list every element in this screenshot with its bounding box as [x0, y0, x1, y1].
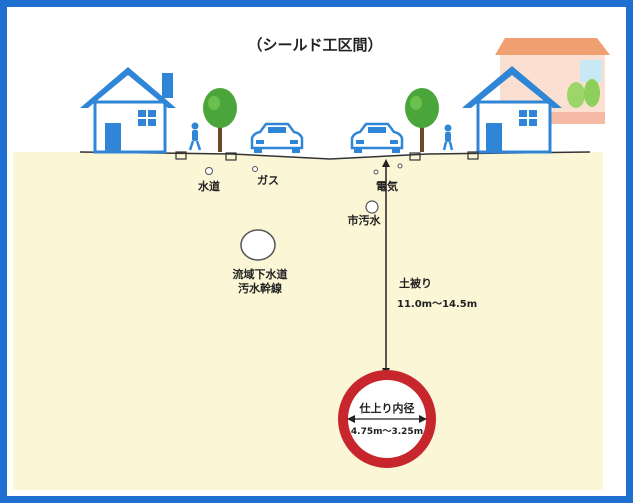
soil-area — [13, 152, 603, 490]
cover-depth-range: 11.0m～14.5m — [397, 299, 477, 310]
left-curb-gutter — [175, 151, 237, 161]
left-pedestrian-icon — [188, 122, 202, 151]
trunk-sewer-label-line1: 流域下水道 — [233, 267, 288, 281]
water-pipe — [205, 167, 213, 175]
right-pedestrian-icon — [442, 124, 454, 151]
electric-conduit-b — [397, 163, 403, 169]
electric-conduit-a — [373, 169, 379, 175]
right-car-icon — [350, 122, 404, 153]
tunnel-diameter-arrow — [347, 415, 427, 423]
right-tree-icon — [405, 88, 439, 152]
tunnel-diameter-range: 4.75m～3.25m — [351, 427, 423, 437]
diagram-title: （シールド工区間） — [247, 36, 382, 54]
cover-depth-label: 土被り — [399, 276, 432, 290]
right-curb-gutter — [409, 151, 479, 161]
trunk-sewer-pipe — [240, 229, 276, 261]
electric-label: 電気 — [376, 179, 398, 193]
water-label: 水道 — [198, 179, 220, 193]
trunk-sewer-label-line2: 汚水幹線 — [238, 281, 282, 295]
right-house-icon — [462, 66, 562, 154]
city-sewer-pipe — [365, 200, 379, 214]
left-tree-icon — [203, 88, 237, 152]
city-sewer-label: 市汚水 — [348, 213, 382, 227]
gas-label: ガス — [257, 173, 279, 187]
tunnel-diameter-label: 仕上り内径 — [359, 401, 415, 415]
gas-pipe — [252, 166, 258, 172]
left-house-icon — [80, 67, 176, 154]
left-car-icon — [250, 122, 304, 153]
